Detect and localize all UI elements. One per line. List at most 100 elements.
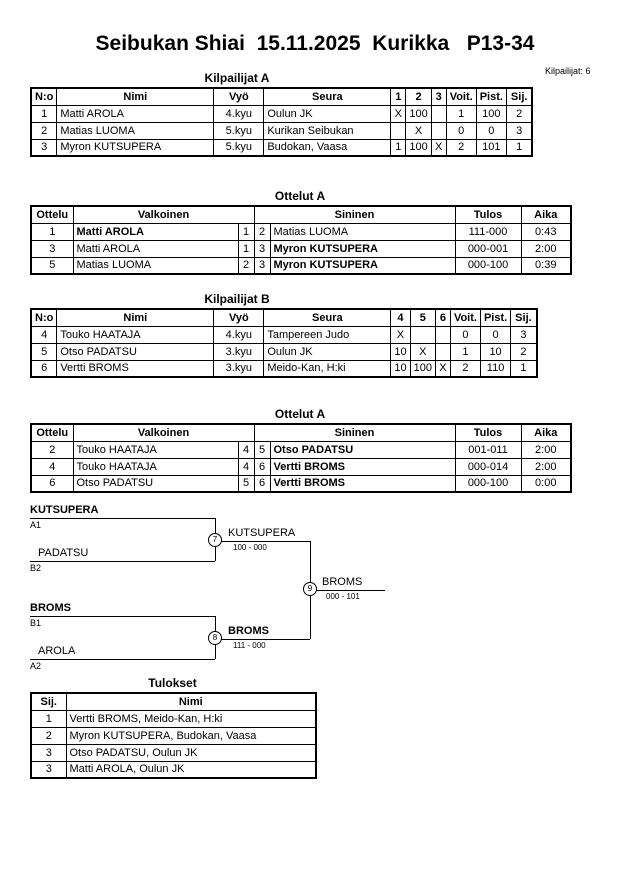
col-header-voit: Voit. (449, 308, 481, 327)
col-header-r2: 2 (405, 87, 432, 106)
cell-aika: 2:00 (520, 239, 572, 258)
table-row: 6 Vertti BROMS 3.kyu Meido-Kan, H:ki 10 … (30, 359, 538, 378)
col-header-vyo: Vyö (213, 308, 265, 327)
cell-vyo: 4.kyu (213, 104, 265, 123)
pool-b-table: N:o Nimi Vyö Seura 4 5 6 Voit. Pist. Sij… (30, 308, 538, 378)
pool-a-heading: Kilpailijat A (204, 71, 270, 85)
bracket-line (216, 639, 310, 640)
cell-wno: 1 (237, 222, 255, 241)
col-header-sininen: Sininen (253, 423, 456, 442)
bracket-seed: B2 (30, 563, 42, 573)
col-header-vyo: Vyö (213, 87, 265, 106)
table-row: 5 Otso PADATSU 3.kyu Oulun JK 10 X 1 10 … (30, 342, 538, 361)
col-header-tulos: Tulos (454, 205, 522, 224)
col-header-nimi: Nimi (65, 692, 317, 711)
col-header-tulos: Tulos (454, 423, 522, 442)
cell-aika: 0:00 (520, 474, 572, 493)
bracket-seed: A1 (30, 520, 42, 530)
col-header-ottelu: Ottelu (30, 423, 74, 442)
bracket-player: BROMS (30, 602, 71, 614)
cell-sij: 3 (505, 121, 533, 140)
cell-pist: 0 (479, 325, 512, 344)
col-header-sij: Sij. (30, 692, 67, 711)
match-number-circle: 9 (303, 582, 317, 596)
cell-sininen: Vertti BROMS (269, 457, 456, 476)
cell-seura: Budokan, Vaasa (263, 138, 392, 157)
results-heading: Tulokset (148, 676, 197, 690)
cell-no: 6 (30, 359, 58, 378)
cell-pist: 110 (479, 359, 512, 378)
cell-nimi: Myron KUTSUPERA, Budokan, Vaasa (65, 726, 317, 745)
col-header-sij: Sij. (510, 308, 538, 327)
cell-ottelu: 5 (30, 256, 74, 275)
cell-r3 (430, 121, 447, 140)
cell-no: 1 (30, 104, 58, 123)
table-row: 6 Otso PADATSU 5 6 Vertti BROMS 000-100 … (30, 474, 572, 493)
cell-r1: 1 (390, 138, 407, 157)
cell-wno: 4 (237, 440, 255, 459)
cell-r3 (430, 104, 447, 123)
cell-vyo: 3.kyu (213, 359, 265, 378)
cell-sij: 2 (30, 726, 67, 745)
cell-r5: X (409, 342, 436, 361)
cell-sij: 1 (505, 138, 533, 157)
match-winner: KUTSUPERA (228, 527, 296, 539)
cell-aika: 0:39 (520, 256, 572, 275)
cell-tulos: 000-001 (454, 239, 522, 258)
cell-sininen: Myron KUTSUPERA (269, 256, 456, 275)
bracket-line (30, 518, 215, 519)
cell-bno: 6 (253, 457, 271, 476)
table-row: 2 Matias LUOMA 5.kyu Kurikan Seibukan X … (30, 121, 533, 140)
header-row: Ottelu Valkoinen Sininen Tulos Aika (30, 423, 572, 442)
col-header-sininen: Sininen (253, 205, 456, 224)
matches-b-heading: Ottelut A (274, 407, 326, 421)
cell-r4: 10 (390, 342, 411, 361)
table-row: 5 Matias LUOMA 2 3 Myron KUTSUPERA 000-1… (30, 256, 572, 275)
competitors-count: Kilpailijat: 6 (545, 66, 591, 76)
cell-wno: 5 (237, 474, 255, 493)
cell-nimi: Otso PADATSU, Oulun JK (65, 743, 317, 762)
matches-a-heading: Ottelut A (274, 189, 326, 203)
cell-sininen: Matias LUOMA (269, 222, 456, 241)
cell-no: 4 (30, 325, 58, 344)
cell-no: 3 (30, 138, 58, 157)
cell-tulos: 000-100 (454, 474, 522, 493)
cell-vyo: 4.kyu (213, 325, 265, 344)
header-row: N:o Nimi Vyö Seura 1 2 3 Voit. Pist. Sij… (30, 87, 533, 106)
cell-voit: 1 (449, 342, 481, 361)
cell-valkoinen: Otso PADATSU (72, 474, 239, 493)
col-header-valkoinen: Valkoinen (72, 423, 255, 442)
table-row: 1 Matti AROLA 1 2 Matias LUOMA 111-000 0… (30, 222, 572, 241)
pool-a-table: N:o Nimi Vyö Seura 1 2 3 Voit. Pist. Sij… (30, 87, 534, 157)
cell-voit: 2 (449, 359, 481, 378)
pool-b-heading: Kilpailijat B (204, 292, 270, 306)
cell-r5 (409, 325, 436, 344)
cell-seura: Tampereen Judo (263, 325, 392, 344)
col-header-r1: 1 (390, 87, 407, 106)
cell-bno: 5 (253, 440, 271, 459)
cell-tulos: 000-100 (454, 256, 522, 275)
cell-r5: 100 (409, 359, 436, 378)
cell-bno: 2 (253, 222, 271, 241)
table-row: 3 Myron KUTSUPERA 5.kyu Budokan, Vaasa 1… (30, 138, 533, 157)
table-row: 2 Touko HAATAJA 4 5 Otso PADATSU 001-011… (30, 440, 572, 459)
cell-nimi: Vertti BROMS (56, 359, 215, 378)
cell-wno: 4 (237, 457, 255, 476)
col-header-no: N:o (30, 87, 58, 106)
cell-wno: 2 (237, 256, 255, 275)
table-row: 1 Matti AROLA 4.kyu Oulun JK X 100 1 100… (30, 104, 533, 123)
cell-valkoinen: Matias LUOMA (72, 256, 239, 275)
col-header-ottelu: Ottelu (30, 205, 74, 224)
header-row: N:o Nimi Vyö Seura 4 5 6 Voit. Pist. Sij… (30, 308, 538, 327)
cell-sij: 1 (30, 709, 67, 728)
cell-sininen: Vertti BROMS (269, 474, 456, 493)
cell-r6 (434, 325, 451, 344)
cell-r6: X (434, 359, 451, 378)
cell-sij: 1 (510, 359, 538, 378)
cell-ottelu: 6 (30, 474, 74, 493)
col-header-voit: Voit. (445, 87, 477, 106)
bracket-player: AROLA (38, 645, 76, 657)
match-number-circle: 7 (208, 533, 222, 547)
cell-voit: 0 (445, 121, 477, 140)
